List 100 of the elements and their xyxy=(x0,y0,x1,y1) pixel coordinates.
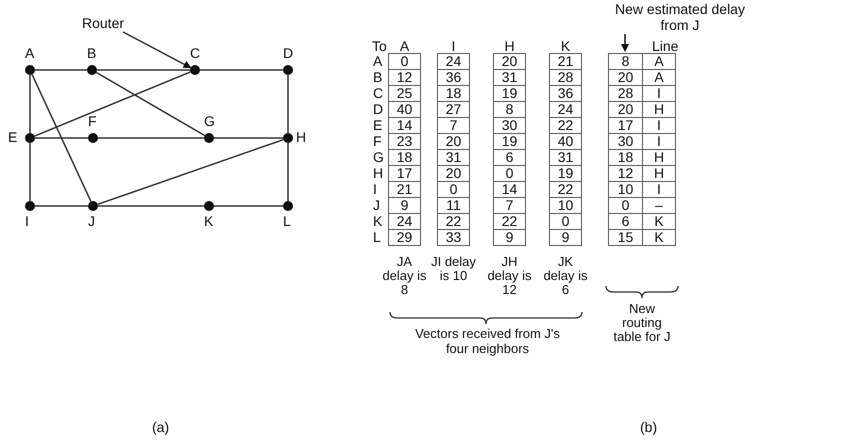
table-cell: 20 xyxy=(437,165,470,182)
table-cell: 8 xyxy=(608,53,643,70)
column-header: I xyxy=(450,39,456,54)
table-cell: 0 xyxy=(388,53,421,70)
node-label: D xyxy=(283,46,294,61)
link-line xyxy=(214,137,283,139)
link-line xyxy=(98,205,204,207)
link-line xyxy=(96,72,206,136)
table-cell: 36 xyxy=(549,85,582,102)
node-label: A xyxy=(25,46,34,61)
table-cell: 12 xyxy=(388,69,421,86)
table-cell: 19 xyxy=(493,133,526,150)
table-cell: 20 xyxy=(437,133,470,150)
table-cell: 29 xyxy=(388,229,421,246)
router-dot xyxy=(283,201,293,211)
router-dot xyxy=(88,133,98,143)
table-cell: 33 xyxy=(437,229,470,246)
column-header: To xyxy=(372,39,387,54)
router-dot xyxy=(283,65,293,75)
node-label: B xyxy=(87,46,96,61)
row-label: C xyxy=(373,86,384,101)
link-line xyxy=(214,205,283,207)
leader-arrow xyxy=(122,31,192,68)
table-cell: 24 xyxy=(437,53,470,70)
row-label: A xyxy=(373,54,382,69)
column-header: Line xyxy=(652,39,678,54)
row-label: G xyxy=(373,150,384,165)
node-label: F xyxy=(88,114,97,129)
table-cell: 40 xyxy=(549,133,582,150)
link-line xyxy=(35,137,88,139)
row-label: I xyxy=(373,182,377,197)
table-cell: 9 xyxy=(493,229,526,246)
table-cell: K xyxy=(642,229,676,246)
table-cell: 14 xyxy=(388,117,421,134)
node-label: L xyxy=(283,214,291,229)
table-cell: 27 xyxy=(437,101,470,118)
router-dot xyxy=(25,133,35,143)
router-dot xyxy=(87,65,97,75)
callout-text: Router xyxy=(82,16,124,31)
table-cell: 10 xyxy=(549,197,582,214)
table-cell: 31 xyxy=(493,69,526,86)
column-header: K xyxy=(560,39,572,54)
table-cell: 40 xyxy=(388,101,421,118)
table-cell: 22 xyxy=(437,213,470,230)
table-cell: 23 xyxy=(388,133,421,150)
table-cell: 21 xyxy=(388,181,421,198)
row-label: L xyxy=(373,230,381,245)
table-cell: 0 xyxy=(493,165,526,182)
brace-caption: Vectors received from J's four neighbors xyxy=(414,326,561,356)
node-label: I xyxy=(25,214,29,229)
router-dot xyxy=(283,133,293,143)
table-cell: 7 xyxy=(493,197,526,214)
table-cell: 20 xyxy=(493,53,526,70)
table-cell: 19 xyxy=(549,165,582,182)
table-cell: 22 xyxy=(493,213,526,230)
table-cell: 19 xyxy=(493,85,526,102)
router-dot xyxy=(190,65,200,75)
table-cell: 18 xyxy=(388,149,421,166)
table-cell: 31 xyxy=(549,149,582,166)
table-cell: 14 xyxy=(493,181,526,198)
column-header: New estimated delay from J xyxy=(615,1,745,33)
row-label: H xyxy=(373,166,384,181)
node-label: G xyxy=(204,114,215,129)
node-label: K xyxy=(204,214,214,229)
table-cell: 18 xyxy=(437,85,470,102)
link-line xyxy=(97,138,284,206)
router-dot xyxy=(204,133,214,143)
link-line xyxy=(35,69,87,71)
table-cell: 11 xyxy=(437,197,470,214)
table-caption: New routing table for J xyxy=(612,302,672,344)
row-label: K xyxy=(373,214,382,229)
link-line xyxy=(31,74,92,202)
link-line xyxy=(98,137,204,139)
figure-caption: (a) xyxy=(152,420,170,435)
table-cell: 28 xyxy=(549,69,582,86)
column-caption: JA delay is 8 xyxy=(381,255,428,297)
table-cell: 22 xyxy=(549,181,582,198)
table-cell: 15 xyxy=(608,229,643,246)
router-dot xyxy=(25,201,35,211)
link-line xyxy=(287,75,289,133)
row-label: E xyxy=(373,118,382,133)
table-cell: 24 xyxy=(388,213,421,230)
row-label: F xyxy=(373,134,382,149)
node-label: H xyxy=(296,130,306,145)
link-line xyxy=(34,71,191,137)
table-cell: 25 xyxy=(388,85,421,102)
column-caption: JH delay is 12 xyxy=(486,255,533,297)
row-label: J xyxy=(373,198,380,213)
table-cell: 6 xyxy=(493,149,526,166)
row-label: B xyxy=(373,70,382,85)
row-label: D xyxy=(373,102,384,117)
node-label: C xyxy=(190,46,200,61)
router-dot xyxy=(204,201,214,211)
table-cell: 0 xyxy=(549,213,582,230)
table-cell: 24 xyxy=(549,101,582,118)
column-header: A xyxy=(398,39,410,54)
column-caption: JK delay is 6 xyxy=(542,255,589,297)
table-cell: 31 xyxy=(437,149,470,166)
column-header: H xyxy=(503,39,516,54)
link-line xyxy=(29,75,31,133)
